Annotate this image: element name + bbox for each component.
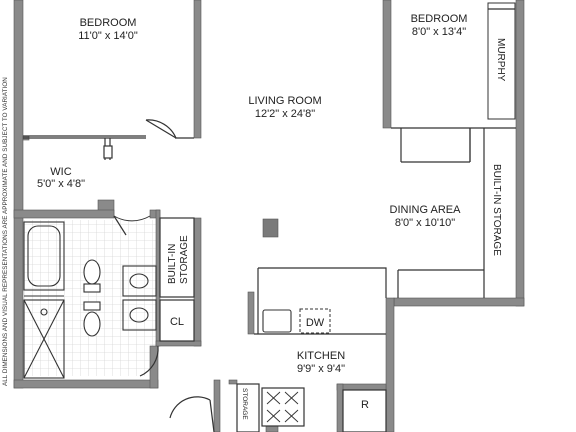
bedroom-1-dims: 11'0" x 14'0" — [78, 30, 138, 42]
kitchen-sink — [262, 309, 292, 333]
bathtub — [23, 221, 65, 297]
disclaimer-text: ALL DIMENSIONS AND VISUAL REPRESENTATION… — [2, 77, 9, 386]
bedroom-2-dims: 8'0" x 13'4" — [412, 26, 466, 38]
closet-label: CL — [170, 316, 184, 328]
interior-lines — [23, 2, 516, 432]
kitchen-name: KITCHEN — [297, 350, 345, 362]
shower — [23, 299, 65, 379]
toilet-lower — [83, 301, 101, 337]
wic-name: WIC — [50, 166, 71, 178]
wic-dims: 5'0" x 4'8" — [37, 178, 85, 190]
bathroom-floor — [24, 220, 156, 376]
dining-area-dims: 8'0" x 10'10" — [395, 217, 455, 229]
kitchen-dims: 9'9" x 9'4" — [297, 363, 345, 375]
built-in-storage-left-label-2: STORAGE — [179, 235, 190, 284]
built-in-storage-right-label: BUILT-IN STORAGE — [491, 164, 502, 256]
toilet-upper — [83, 259, 101, 293]
living-room-name: LIVING ROOM — [248, 95, 321, 107]
sink-lower — [122, 299, 157, 331]
refrigerator-label: R — [361, 399, 369, 411]
bedroom-1-name: BEDROOM — [80, 17, 137, 29]
dining-area-name: DINING AREA — [390, 204, 462, 216]
living-room-dims: 12'2" x 24'8" — [255, 108, 315, 120]
dishwasher-label: DW — [306, 317, 325, 329]
walls — [13, 0, 525, 432]
storage-label: STORAGE — [241, 388, 248, 420]
sink-upper — [122, 265, 157, 297]
murphy-label: MURPHY — [495, 38, 506, 82]
built-in-storage-left-label-1: BUILT-IN — [167, 244, 178, 284]
dishwasher — [299, 308, 331, 334]
bedroom-2-name: BEDROOM — [411, 13, 468, 25]
